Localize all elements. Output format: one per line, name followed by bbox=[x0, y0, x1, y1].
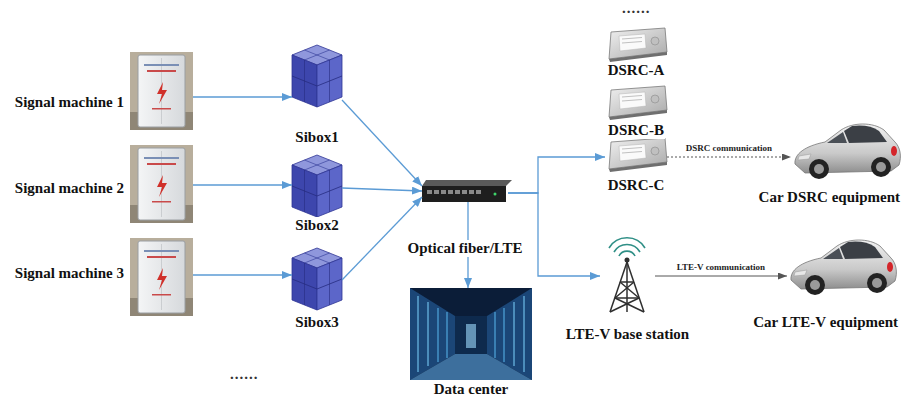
node-label: DSRC-B bbox=[607, 122, 665, 139]
node-label: Optical fiber/LTE bbox=[407, 240, 524, 257]
node-label: DSRC-C bbox=[607, 177, 666, 194]
connector-arrow bbox=[508, 193, 600, 276]
sibox-unit: Sibox1 bbox=[292, 45, 342, 107]
node-label: Car LTE-V equipment bbox=[752, 314, 899, 331]
node-label: Data center bbox=[433, 381, 510, 398]
connector-arrow bbox=[193, 274, 292, 275]
ellipsis-mark: ...... bbox=[622, 0, 651, 17]
dsrc-unit: DSRC-C bbox=[605, 138, 667, 172]
edge-label: DSRC communication bbox=[685, 143, 773, 154]
connector-arrow bbox=[193, 96, 292, 97]
data-center: Data center bbox=[410, 288, 532, 380]
node-label: Sibox3 bbox=[294, 314, 339, 331]
base-station: LTE-V base station bbox=[600, 245, 655, 313]
node-label: Signal machine 3 bbox=[14, 265, 125, 282]
connector-arrow bbox=[342, 100, 422, 186]
network-switch: Optical fiber/LTE bbox=[422, 180, 508, 202]
node-label: Signal machine 2 bbox=[14, 180, 125, 197]
connector-arrow bbox=[508, 157, 605, 193]
signal-machine: Signal machine 2 bbox=[130, 145, 193, 223]
connector-arrow bbox=[655, 276, 787, 277]
node-label: DSRC-A bbox=[607, 62, 666, 79]
node-label: LTE-V base station bbox=[565, 326, 690, 343]
edge-label: LTE-V communication bbox=[676, 262, 766, 273]
dsrc-unit: DSRC-B bbox=[605, 86, 667, 120]
dsrc-unit: DSRC-A bbox=[605, 28, 667, 62]
vehicle: Car DSRC equipment bbox=[791, 112, 901, 187]
ellipsis-mark: ...... bbox=[230, 366, 259, 383]
sibox-unit: Sibox2 bbox=[292, 155, 342, 217]
connector-arrow bbox=[342, 197, 422, 280]
connector-arrow bbox=[667, 157, 791, 158]
vehicle: Car LTE-V equipment bbox=[787, 228, 899, 302]
node-label: Car DSRC equipment bbox=[758, 189, 901, 206]
node-label: Sibox2 bbox=[294, 217, 339, 234]
connector-arrow bbox=[342, 188, 422, 191]
signal-machine: Signal machine 3 bbox=[130, 238, 193, 316]
node-label: Signal machine 1 bbox=[14, 94, 125, 111]
connector-arrow bbox=[193, 184, 292, 185]
signal-machine: Signal machine 1 bbox=[130, 52, 193, 130]
node-label: Sibox1 bbox=[294, 129, 339, 146]
sibox-unit: Sibox3 bbox=[292, 248, 342, 310]
